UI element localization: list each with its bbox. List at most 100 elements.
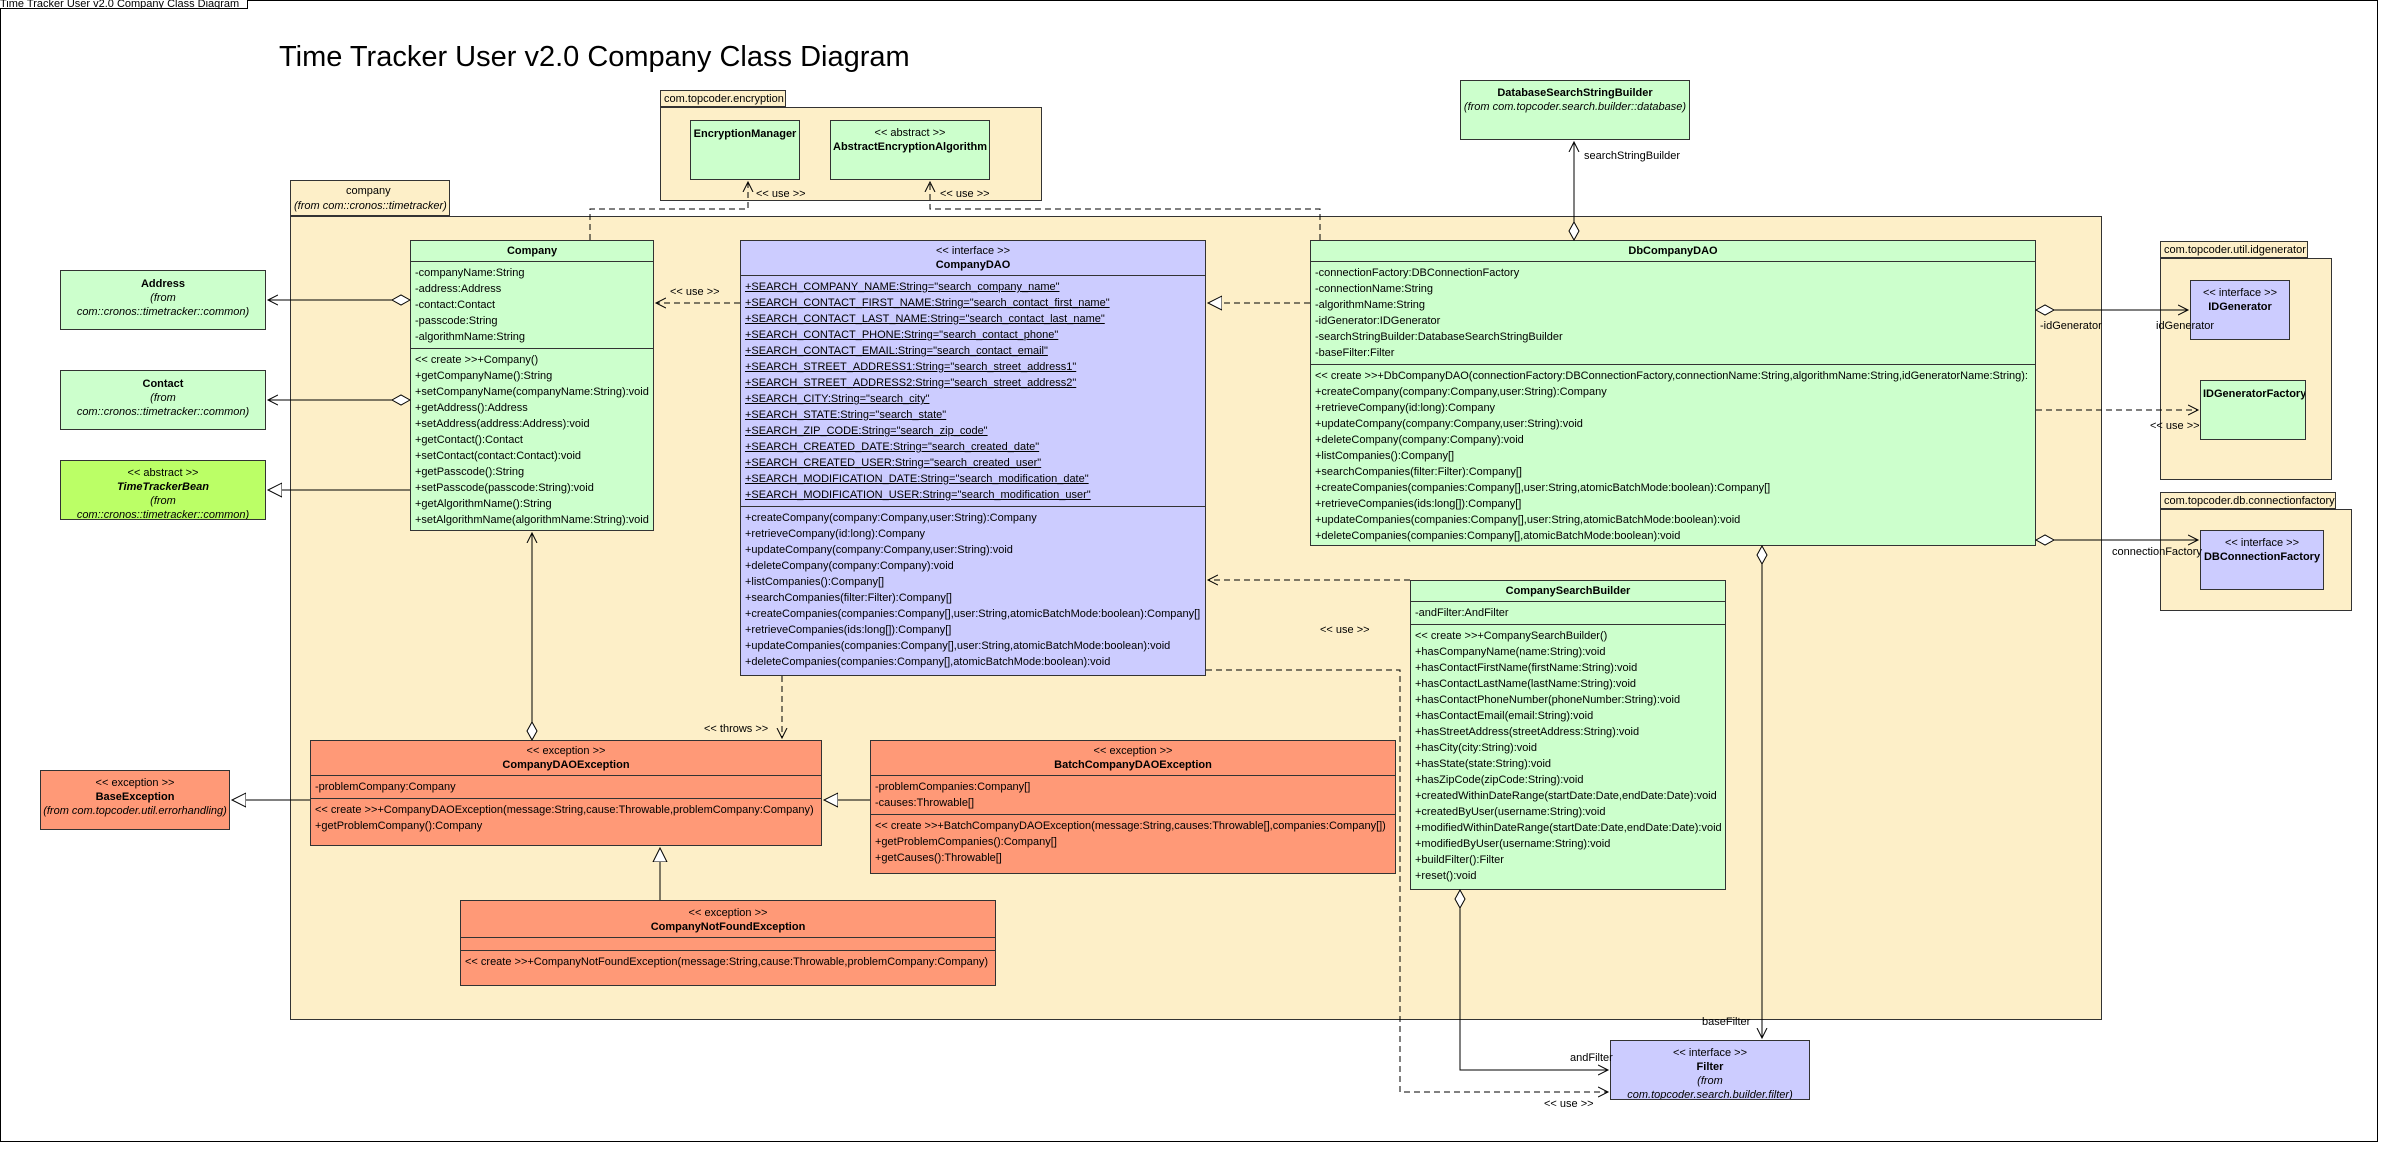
class-operations: << create >>+Company() +getCompanyName()… [411, 348, 653, 530]
operation: +hasContactFirstName(firstName:String):v… [1415, 662, 1638, 674]
class-name: CompanyDAOException [502, 759, 630, 771]
attribute: +SEARCH_CONTACT_EMAIL:String="search_con… [745, 345, 1048, 357]
operation: +hasContactLastName(lastName:String):voi… [1415, 678, 1637, 690]
operation: +getProblemCompanies():Company[] [875, 836, 1057, 848]
class-idgenerator[interactable]: << interface >>IDGenerator [2190, 280, 2290, 340]
attribute: -searchStringBuilder:DatabaseSearchStrin… [1315, 331, 1563, 343]
class-name: IDGeneratorFactory [2203, 388, 2306, 400]
class-encryptionmanager[interactable]: EncryptionManager [690, 120, 800, 180]
operation: +hasStreetAddress(streetAddress:String):… [1415, 726, 1640, 738]
class-filter[interactable]: << interface >>Filter(from com.topcoder.… [1610, 1040, 1810, 1100]
class-attributes [461, 937, 995, 950]
attribute: +SEARCH_CREATED_USER:String="search_crea… [745, 457, 1042, 469]
class-attributes: -problemCompanies:Company[] -causes:Thro… [871, 775, 1395, 814]
attribute: +SEARCH_ZIP_CODE:String="search_zip_code… [745, 425, 988, 437]
class-name: BaseException [95, 791, 175, 803]
class-name: BatchCompanyDAOException [1054, 759, 1212, 771]
class-dbcompanydao[interactable]: DbCompanyDAO -connectionFactory:DBConnec… [1310, 240, 2036, 546]
class-stereotype: << exception >> [526, 745, 606, 757]
operation: +updateCompany(company:Company,user:Stri… [1315, 418, 1583, 430]
operation: +getContact():Contact [415, 434, 523, 446]
attribute: +SEARCH_CONTACT_LAST_NAME:String="search… [745, 313, 1105, 325]
operation: << create >>+DbCompanyDAO(connectionFact… [1315, 370, 2028, 382]
attribute: -idGenerator:IDGenerator [1315, 315, 1441, 327]
operation: +deleteCompany(company:Company):void [1315, 434, 1524, 446]
attribute: +SEARCH_CONTACT_PHONE:String="search_con… [745, 329, 1059, 341]
class-companynotfoundexception[interactable]: << exception >>CompanyNotFoundException … [460, 900, 996, 986]
label-use-company: << use >> [670, 286, 720, 298]
operation: +setAddress(address:Address):void [415, 418, 590, 430]
attribute: +SEARCH_CITY:String="search_city" [745, 393, 930, 405]
attribute: -algorithmName:String [415, 331, 526, 343]
class-dbconnectionfactory[interactable]: << interface >>DBConnectionFactory [2200, 530, 2324, 590]
class-stereotype: << interface >> [1673, 1047, 1747, 1059]
attribute: +SEARCH_CREATED_DATE:String="search_crea… [745, 441, 1040, 453]
class-company[interactable]: Company -companyName:String -address:Add… [410, 240, 654, 531]
class-databasesearchstringbuilder[interactable]: DatabaseSearchStringBuilder(from com.top… [1460, 80, 1690, 140]
class-name: EncryptionManager [693, 128, 797, 140]
operation: +hasContactEmail(email:String):void [1415, 710, 1594, 722]
label-connectionfactory: connectionFactory [2112, 546, 2202, 558]
class-operations: << create >>+CompanySearchBuilder() +has… [1411, 624, 1725, 887]
operation: +setAlgorithmName(algorithmName:String):… [415, 514, 649, 526]
attribute: -baseFilter:Filter [1315, 347, 1395, 359]
operation: +setPasscode(passcode:String):void [415, 482, 594, 494]
class-batchcompanydaoexception[interactable]: << exception >>BatchCompanyDAOException … [870, 740, 1396, 874]
class-operations: << create >>+DbCompanyDAO(connectionFact… [1311, 364, 2035, 545]
operation: +hasZipCode(zipCode:String):void [1415, 774, 1584, 786]
class-companydao[interactable]: << interface >>CompanyDAO +SEARCH_COMPAN… [740, 240, 1206, 676]
operation: +getProblemCompany():Company [315, 820, 483, 832]
attribute: +SEARCH_MODIFICATION_USER:String="search… [745, 489, 1091, 501]
operation: +createCompany(company:Company,user:Stri… [1315, 386, 1607, 398]
attribute: -problemCompanies:Company[] [875, 781, 1031, 793]
class-companysearchbuilder[interactable]: CompanySearchBuilder -andFilter:AndFilte… [1410, 580, 1726, 890]
class-name: Company [506, 245, 558, 257]
class-stereotype: << exception >> [688, 907, 768, 919]
class-attributes: -companyName:String -address:Address -co… [411, 261, 653, 348]
operation: +deleteCompany(company:Company):void [745, 560, 954, 572]
label-searchstringbuilder: searchStringBuilder [1584, 150, 1680, 162]
attribute: -passcode:String [415, 315, 498, 327]
class-name: CompanySearchBuilder [1505, 585, 1631, 597]
package-tab-company: company (from com::cronos::timetracker) [290, 180, 450, 216]
class-operations: +createCompany(company:Company,user:Stri… [741, 506, 1205, 673]
class-name: DBConnectionFactory [2203, 551, 2321, 563]
class-abstractencryptionalgorithm[interactable]: << abstract >>AbstractEncryptionAlgorith… [830, 120, 990, 180]
operation: +createCompanies(companies:Company[],use… [1315, 482, 1771, 494]
attribute: +SEARCH_COMPANY_NAME:String="search_comp… [745, 281, 1060, 293]
package-name: com.topcoder.util.idgenerator [2164, 244, 2306, 256]
class-operations: << create >>+CompanyDAOException(message… [311, 798, 821, 837]
attribute: -connectionName:String [1315, 283, 1434, 295]
operation: +setCompanyName(companyName:String):void [415, 386, 649, 398]
operation: +modifiedByUser(username:String):void [1415, 838, 1611, 850]
class-from: (from com::cronos::timetracker::common) [76, 495, 250, 520]
class-companydaoexception[interactable]: << exception >> CompanyDAOException -prob… [310, 740, 822, 846]
class-address[interactable]: Address(from com::cronos::timetracker::c… [60, 270, 266, 330]
operation: +createCompany(company:Company,user:Stri… [745, 512, 1037, 524]
operation: +getPasscode():String [415, 466, 525, 478]
class-stereotype: << abstract >> [127, 467, 199, 479]
operation: +retrieveCompanies(ids:long[]):Company[] [1315, 498, 1522, 510]
package-tab-connectionfactory: com.topcoder.db.connectionfactory [2160, 492, 2336, 509]
operation: +searchCompanies(filter:Filter):Company[… [745, 592, 952, 604]
class-timetrackerbean[interactable]: << abstract >>TimeTrackerBean(from com::… [60, 460, 266, 520]
operation: +listCompanies():Company[] [745, 576, 885, 588]
operation: +retrieveCompany(id:long):Company [1315, 402, 1496, 414]
class-stereotype: << abstract >> [874, 127, 946, 139]
operation: << create >>+Company() [415, 354, 539, 366]
attribute: +SEARCH_STREET_ADDRESS1:String="search_s… [745, 361, 1077, 373]
label-use-searchbuilder: << use >> [1320, 624, 1370, 636]
class-stereotype: << interface >> [2203, 287, 2277, 299]
operation: +getAlgorithmName():String [415, 498, 552, 510]
label-idgenerator-role: -idGenerator [2040, 320, 2102, 332]
attribute: -problemCompany:Company [315, 781, 456, 793]
class-from: (from com.topcoder.util.errorhandling) [43, 805, 227, 817]
attribute: -causes:Throwable[] [875, 797, 975, 809]
class-contact[interactable]: Contact(from com::cronos::timetracker::c… [60, 370, 266, 430]
operation: +listCompanies():Company[] [1315, 450, 1455, 462]
class-baseexception[interactable]: << exception >>BaseException(from com.to… [40, 770, 230, 830]
attribute: -connectionFactory:DBConnectionFactory [1315, 267, 1520, 279]
operation: +reset():void [1415, 870, 1477, 882]
operation: << create >>+BatchCompanyDAOException(me… [875, 820, 1386, 832]
class-idgeneratorfactory[interactable]: IDGeneratorFactory [2200, 380, 2306, 440]
